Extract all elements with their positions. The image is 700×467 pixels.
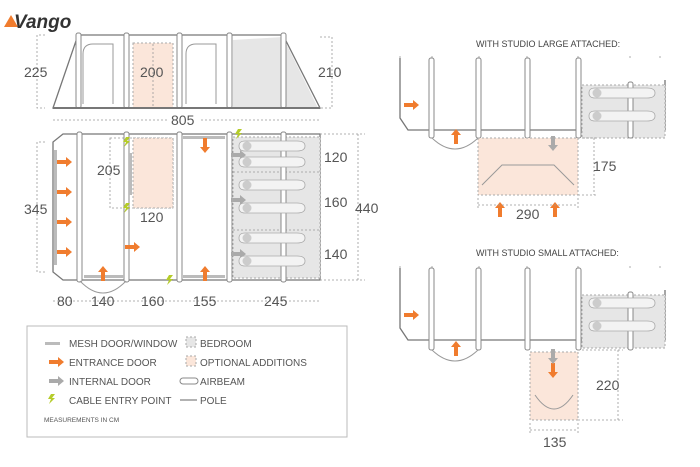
dim-total-length: 805 (171, 112, 195, 128)
dim-inner-height: 200 (140, 64, 164, 80)
legend-internal: INTERNAL DOOR (69, 377, 151, 388)
dim-front-width: 345 (24, 201, 48, 217)
dim-height-right: 210 (318, 64, 342, 80)
dim-bottom-140: 140 (91, 293, 115, 309)
legend-airbeam: AIRBEAM (200, 377, 245, 388)
studio-small-depth: 220 (596, 377, 620, 393)
dim-bottom-155: 155 (193, 293, 217, 309)
legend-cable: CABLE ENTRY POINT (69, 396, 171, 407)
svg-text:Vango: Vango (14, 12, 71, 33)
side-view: 225 200 210 (24, 32, 342, 109)
studio-large-width: 290 (516, 206, 540, 222)
dim-addition-width: 120 (140, 209, 164, 225)
dim-bottom-160: 160 (141, 293, 165, 309)
legend-entrance: ENTRANCE DOOR (69, 358, 157, 369)
studio-small-width: 135 (543, 434, 567, 450)
legend: MESH DOOR/WINDOW ENTRANCE DOOR INTERNAL … (26, 325, 348, 438)
vango-logo: Vango (4, 12, 71, 33)
dim-bedroom-1: 120 (324, 149, 348, 165)
dim-bedroom-2: 160 (324, 194, 348, 210)
studio-large-depth: 175 (593, 158, 617, 174)
legend-bedroom: BEDROOM (200, 339, 252, 350)
dim-addition-depth: 205 (97, 162, 121, 178)
plan-view: 345 205 120 120 160 140 440 80 140 160 1… (24, 129, 379, 309)
legend-optional: OPTIONAL ADDITIONS (200, 358, 307, 369)
dim-height-left: 225 (24, 64, 48, 80)
dim-bottom-245: 245 (264, 293, 288, 309)
dim-bottom-80: 80 (57, 293, 73, 309)
studio-large-title: WITH STUDIO LARGE ATTACHED: (476, 39, 620, 49)
legend-pole: POLE (200, 396, 227, 407)
studio-small-title: WITH STUDIO SMALL ATTACHED: (476, 248, 619, 258)
dim-bedroom-3: 140 (324, 246, 348, 262)
dim-total-width: 440 (355, 200, 379, 216)
legend-mesh: MESH DOOR/WINDOW (69, 339, 178, 350)
studio-small-view: WITH STUDIO SMALL ATTACHED: 135 220 (399, 248, 666, 450)
studio-large-view: WITH STUDIO LARGE ATTACHED: 290 175 (399, 39, 666, 222)
legend-note: MEASUREMENTS IN CM (44, 417, 119, 424)
